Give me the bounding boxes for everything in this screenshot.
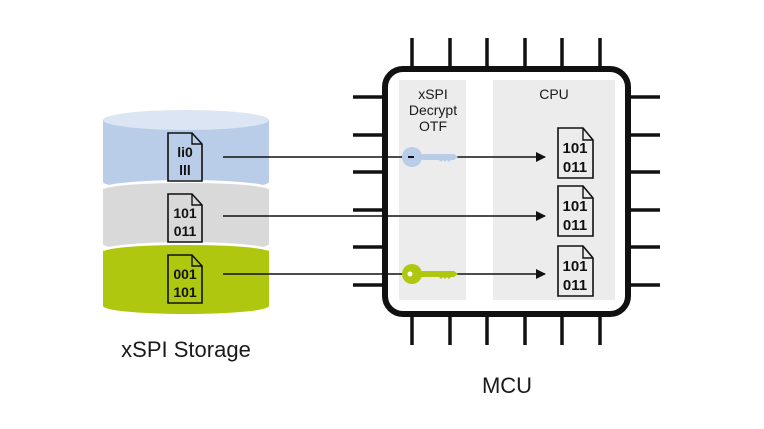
file-bits-row1: li0 [177,144,193,160]
xspi-storage-cylinder [103,110,269,314]
decrypt-otf-block [399,80,466,300]
storage-layer-alt-encrypted [103,242,269,314]
file-bits-row2: 011 [563,277,587,294]
blue-key-icon [402,147,458,167]
cpu-label: CPU [539,86,569,102]
decrypt-label-line3: OTF [419,118,447,134]
cpu-block [493,80,615,300]
decrypt-label-line2: Decrypt [409,102,457,118]
file-bits-row1: 101 [173,205,197,221]
storage-layer-plain [103,180,269,252]
cpu-file-icon-1: 101 011 [557,127,594,179]
file-icon-encrypted: li0 lll [167,132,203,182]
file-bits-row2: 011 [563,217,587,234]
mcu-label: MCU [482,373,532,398]
file-bits-row1: 101 [562,198,587,215]
file-bits-row2: 101 [173,284,197,300]
green-key-icon [402,264,458,284]
storage-label: xSPI Storage [121,337,251,362]
cpu-file-icon-3: 101 011 [557,245,594,297]
file-bits-row1: 101 [562,140,587,157]
data-flow-arrows [223,152,546,279]
file-bits-row1: 101 [562,258,587,275]
file-bits-row2: lll [179,162,191,178]
file-bits-row1: 001 [173,266,197,282]
file-icon-alt-encrypted: 001 101 [167,254,203,304]
cpu-file-icon-2: 101 011 [557,185,594,237]
mcu-pins [353,38,660,345]
file-bits-row2: 011 [563,159,587,176]
file-bits-row2: 011 [174,223,197,239]
file-icon-plain: 101 011 [167,193,203,243]
decrypt-label-line1: xSPI [418,86,448,102]
